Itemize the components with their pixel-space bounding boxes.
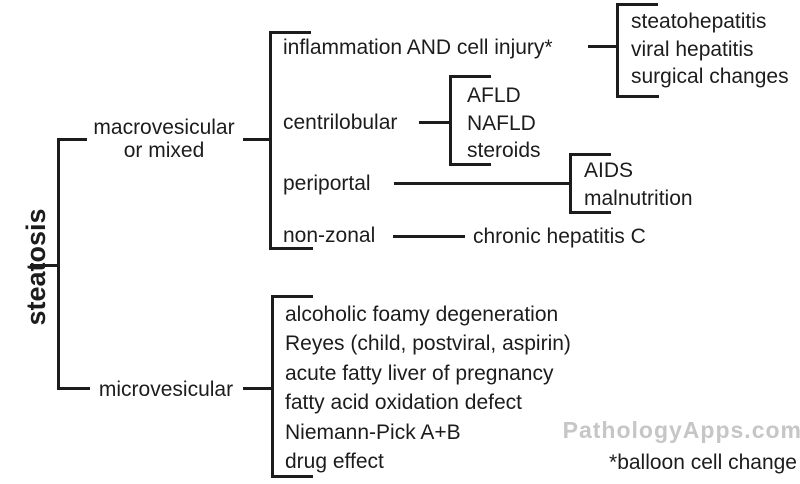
- leaf-item: surgical changes: [631, 65, 789, 88]
- root-node-label: steatosis: [21, 208, 51, 326]
- inflammation-connector-line: [588, 45, 616, 48]
- inflammation-leaves-bracket-bottom-tick: [616, 95, 659, 98]
- inflammation-leaves-bracket-top-tick: [616, 3, 658, 6]
- macro-connector-line: [243, 138, 270, 141]
- centrilobular-leaves-bracket-bottom-tick: [449, 163, 491, 166]
- micro-leaves-bracket-top-tick: [271, 295, 313, 298]
- leaf-item: NAFLD: [467, 111, 536, 135]
- leaf-item: malnutrition: [584, 186, 693, 210]
- micro-connector-line: [243, 387, 272, 390]
- micro-leaf-list: alcoholic foamy degeneration Reyes (chil…: [285, 300, 571, 476]
- main-bracket-bottom-tick: [57, 387, 90, 390]
- footnote-text: *balloon cell change: [609, 451, 797, 474]
- macro-children-bracket-top-tick: [269, 31, 311, 34]
- node-label-microvesicular: microvesicular: [98, 378, 234, 401]
- main-bracket-top-tick: [57, 138, 87, 141]
- root-connector-line: [30, 264, 58, 267]
- leaf-item: alcoholic foamy degeneration: [285, 303, 559, 326]
- leaf-item-chronic-hepatitis-c: chronic hepatitis C: [473, 225, 646, 248]
- micro-leaves-bracket-line: [271, 295, 274, 478]
- periportal-connector-line: [394, 182, 569, 185]
- leaf-item: AIDS: [584, 159, 634, 182]
- leaf-item: drug effect: [285, 450, 384, 474]
- macro-children-bracket-line: [269, 31, 272, 250]
- inflammation-leaves-bracket-line: [616, 3, 619, 98]
- node-label-nonzonal: non-zonal: [283, 224, 376, 247]
- leaf-item: viral hepatitis: [631, 37, 754, 61]
- micro-leaves-bracket-bottom-tick: [271, 475, 313, 478]
- centrilobular-leaf-list: AFLD NAFLD steroids: [467, 82, 541, 165]
- node-label-centrilobular: centrilobular: [283, 111, 398, 134]
- node-label-macrovesicular: macrovesicular or mixed: [93, 116, 235, 162]
- periportal-leaves-bracket-top-tick: [569, 153, 611, 156]
- leaf-item: fatty acid oxidation defect: [285, 391, 522, 415]
- leaf-item: AFLD: [467, 84, 521, 107]
- centrilobular-leaves-bracket-line: [449, 75, 452, 166]
- centrilobular-leaves-bracket-top-tick: [449, 75, 491, 78]
- leaf-item: steatohepatitis: [631, 10, 767, 33]
- watermark-text: PathologyApps.com: [562, 417, 800, 443]
- nonzonal-connector-line: [393, 235, 465, 238]
- leaf-item: Reyes (child, postviral, aspirin): [285, 332, 571, 356]
- periportal-leaves-bracket-line: [569, 153, 572, 214]
- periportal-leaves-bracket-bottom-tick: [569, 211, 611, 214]
- leaf-item: acute fatty liver of pregnancy: [285, 361, 554, 385]
- node-label-inflammation: inflammation AND cell injury*: [283, 36, 553, 59]
- leaf-item: steroids: [467, 139, 541, 162]
- inflammation-leaf-list: steatohepatitis viral hepatitis surgical…: [631, 8, 789, 91]
- centrilobular-connector-line: [419, 121, 449, 124]
- leaf-item: Niemann-Pick A+B: [285, 420, 461, 444]
- node-label-periportal: periportal: [283, 172, 371, 195]
- periportal-leaf-list: AIDS malnutrition: [584, 157, 693, 212]
- macro-children-bracket-bottom-tick: [269, 247, 313, 250]
- main-bracket-line: [57, 138, 60, 390]
